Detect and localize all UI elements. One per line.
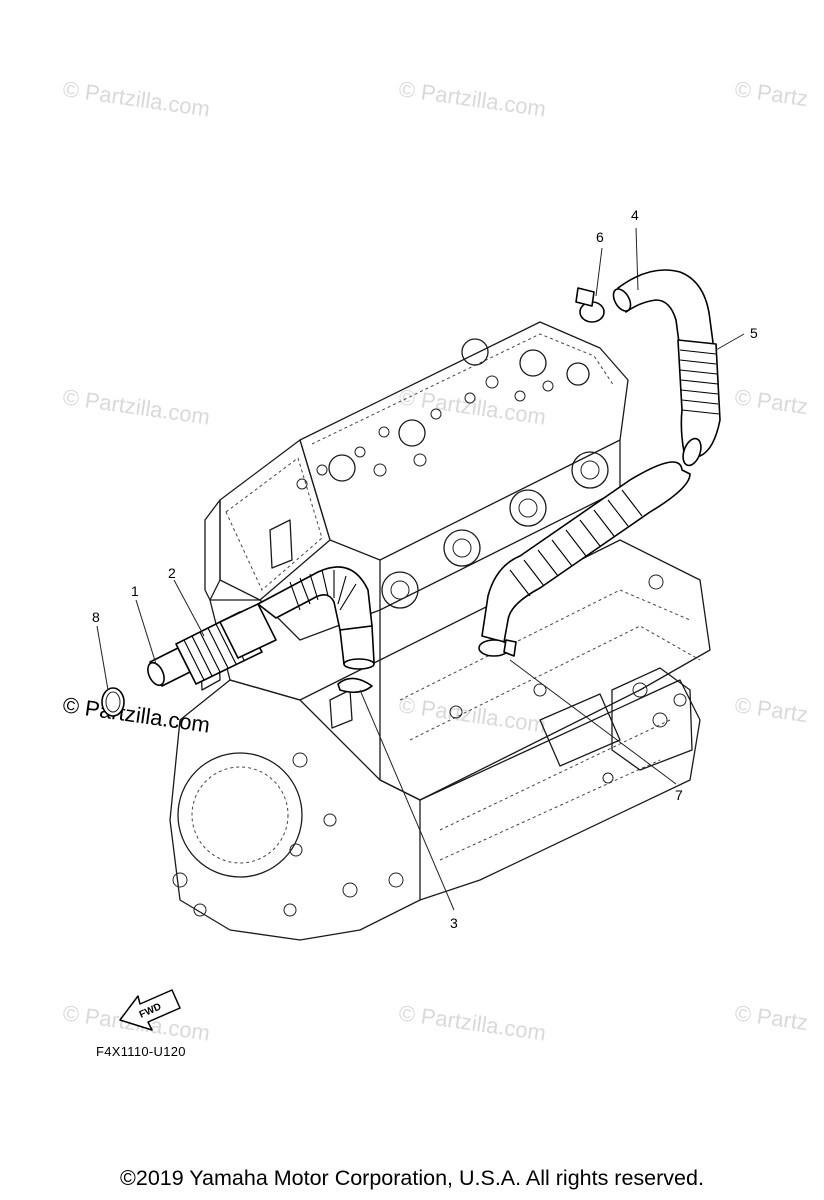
watermark: © Partz (733, 1000, 809, 1035)
callout-8: 8 (92, 609, 100, 625)
callout-2: 2 (168, 565, 176, 581)
watermark: © Partzilla.com (61, 384, 211, 429)
watermark: © Partzilla.com (397, 692, 547, 737)
callout-7: 7 (675, 787, 683, 803)
watermark: © Partz (733, 692, 809, 727)
part-2-corrugated-hose[interactable] (175, 603, 277, 685)
part-6-clamp[interactable] (575, 287, 605, 323)
callouts: 8 1 2 3 4 5 6 7 (92, 207, 758, 931)
copyright-notice: ©2019 Yamaha Motor Corporation, U.S.A. A… (120, 1166, 704, 1190)
watermark: © Partzilla.com (61, 692, 211, 737)
watermark: © Partzilla.com (397, 76, 547, 121)
watermark: © Partzilla.com (61, 76, 211, 121)
part-8-o-ring[interactable] (101, 687, 125, 717)
part-4-hose[interactable] (610, 269, 715, 351)
part-5-corrugated-joint[interactable] (677, 339, 721, 468)
callout-5: 5 (750, 325, 758, 341)
leader-lines (96, 227, 745, 911)
breather-hose-elbow[interactable] (257, 566, 375, 670)
breather-hose-long[interactable] (481, 461, 691, 643)
callout-6: 6 (596, 229, 604, 245)
part-7-hose-clamp[interactable] (478, 639, 517, 657)
callout-1: 1 (131, 583, 139, 599)
callout-4: 4 (631, 207, 639, 223)
reference-code: F4X1110-U120 (96, 1044, 186, 1059)
watermark: © Partz (733, 384, 809, 419)
watermark: © Partz (733, 76, 809, 111)
watermarks: © Partzilla.com © Partzilla.com © Partz … (61, 76, 809, 1045)
part-1-fitting[interactable] (145, 647, 191, 688)
callout-3: 3 (450, 915, 458, 931)
watermark: © Partzilla.com (397, 1000, 547, 1045)
forward-arrow-icon: FWD (119, 989, 181, 1031)
part-3-clip[interactable] (337, 677, 373, 694)
